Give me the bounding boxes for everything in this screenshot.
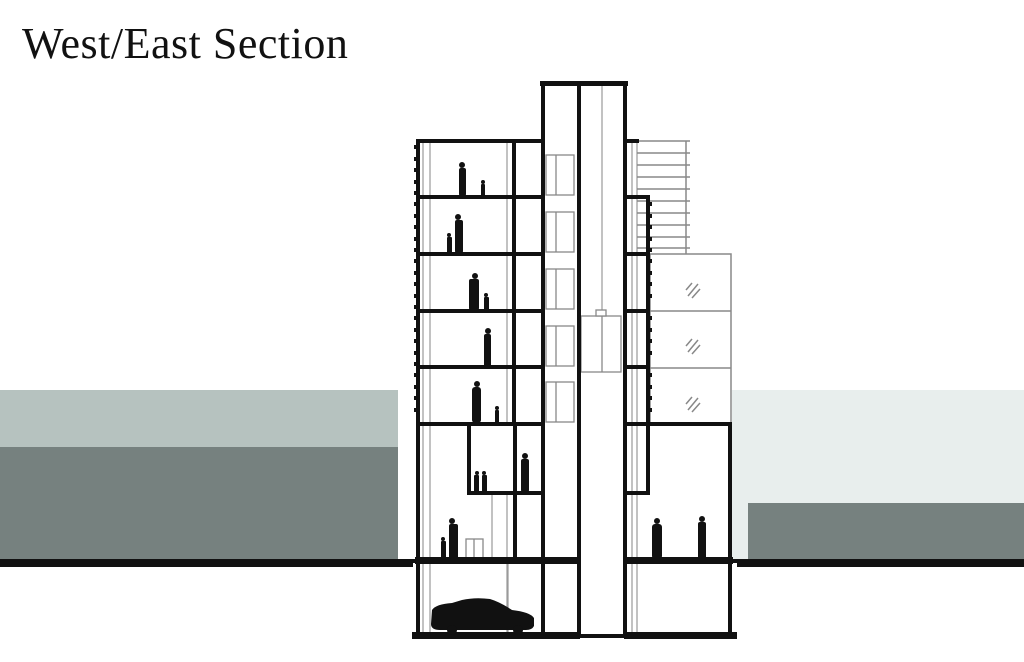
child-figure: [481, 180, 485, 196]
people-figures: [441, 162, 706, 559]
glazing-lines: [422, 83, 638, 635]
person-figure: [521, 453, 529, 492]
unit-doors: [465, 154, 575, 560]
person-figure: [459, 162, 466, 196]
building-structure: [416, 82, 732, 638]
neighbor-buildings-left: [0, 390, 398, 563]
facade-fins: [414, 145, 652, 412]
person-figure: [484, 328, 491, 367]
person-figure: [652, 518, 662, 559]
child-figure: [441, 537, 446, 559]
person-figure: [469, 273, 479, 310]
elevator-cab: [580, 309, 622, 373]
balcony-louvers: [637, 140, 690, 254]
person-figure: [449, 518, 458, 559]
car-silhouette: [431, 598, 534, 635]
person-figure: [455, 214, 463, 253]
child-figure: [482, 471, 487, 492]
person-figure: [472, 381, 481, 423]
child-figure: [447, 233, 452, 253]
child-figure: [474, 471, 479, 492]
person-figure: [698, 516, 706, 559]
neighbor-buildings-right: [732, 390, 1024, 563]
child-figure: [495, 406, 499, 423]
child-figure: [484, 293, 489, 310]
drawing-title: West/East Section: [22, 19, 349, 68]
slabs: [412, 81, 737, 639]
